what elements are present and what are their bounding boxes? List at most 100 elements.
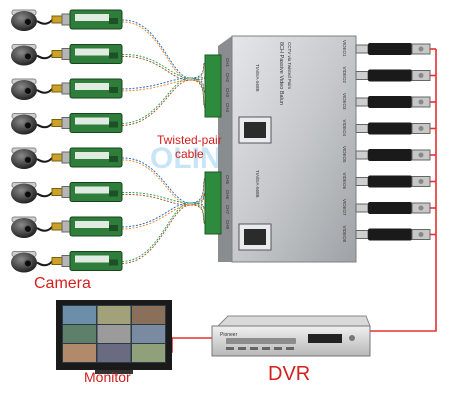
dvr-button [274,347,282,350]
bnc-jack [355,203,369,213]
video-balun [51,216,123,237]
port-label-top: CH2 [225,73,230,82]
bnc-cable-boot [368,202,412,214]
bnc-output [355,69,436,82]
camera-coax-cable [36,157,53,163]
bnc-output [355,175,436,188]
dvr-button [286,347,294,350]
dome-camera [11,147,37,169]
video-output-label: VIDEO8 [342,226,347,243]
dvr-dial-icon [349,335,355,341]
bnc-output-column [355,43,437,247]
video-output-label: VIDEO7 [342,199,347,216]
rj45-socket-top [244,122,266,138]
balun-collar [61,151,71,164]
video-balun [51,182,123,202]
dome-camera [11,78,37,100]
terminal-block-bottom [204,171,222,235]
balun-sticker [75,152,109,159]
camera-dome [11,80,37,100]
balun-terminal [109,259,118,266]
balun-collar [61,13,71,26]
camera-dome [11,45,37,66]
bnc-pin-icon [418,232,424,237]
twisted-pair-wire [121,204,207,230]
dome-camera [11,216,37,238]
balun-sticker [75,255,109,263]
balun-terminal [109,18,118,24]
twisted-pair-wire [121,55,207,81]
balun-sticker [75,117,109,125]
bnc-output [355,43,436,55]
balun-collar [61,48,71,60]
camera-dome [11,149,37,169]
dome-camera [11,9,37,31]
dvr-input-line [370,247,437,332]
bnc-jack [355,124,369,133]
video-balun [51,9,123,30]
bnc-cable-boot [368,228,412,241]
camera-lens-icon [24,190,32,199]
port-label-bottom: CH7 [225,205,230,214]
camera-dome [11,218,37,238]
bnc-cable-boot [368,175,412,188]
dvr-label: DVR [268,363,311,385]
bnc-cable-boot [368,122,412,135]
balun-sticker [75,14,109,21]
video-output-label: VIDEO5 [342,146,347,163]
dome-camera [11,113,37,135]
dome-camera [11,182,37,204]
balun-sticker [75,48,109,56]
bnc-pin-icon [418,99,424,105]
video-balun [51,113,123,133]
camera-dome [11,11,37,31]
monitor-camera-tile [63,325,96,343]
bnc-output [355,96,436,108]
video-balun [51,44,123,64]
camera-coax-cable [36,53,53,60]
balun-terminal [109,156,118,162]
rj45-label-bottom: TIA/EIA-568B [255,170,260,198]
dvr-recorder: Pioneer [211,315,371,357]
camera-coax-cable [36,191,53,198]
port-label-bottom: CH8 [225,220,230,229]
balun-column [51,9,123,271]
monitor-camera-tile [63,344,96,362]
hub-subtitle: CCTV via Twisted Pairs [287,42,292,90]
camera-dome [11,252,37,273]
balun-sticker [75,221,109,228]
camera-coax-cable [36,19,53,25]
dvr-button [262,347,270,350]
bnc-cable-boot [368,96,412,108]
monitor-camera-grid [63,306,165,362]
port-label-top: CH4 [225,103,230,112]
twisted-pair-label: Twisted-pair cable [157,133,222,161]
camera-coax-cable [36,226,53,232]
monitor-camera-tile [97,306,131,324]
bnc-jack [355,97,369,107]
dvr-button [250,347,258,350]
monitor-link-line [170,337,212,353]
video-balun [51,251,123,271]
dvr-button [238,347,246,350]
dvr-brand: Pioneer [220,332,238,338]
twisted-pair-wire [121,77,207,93]
twisted-pair-wire [121,191,207,204]
dome-camera [11,44,37,66]
video-output-label: VIDEO1 [342,40,347,57]
bnc-output [355,149,436,161]
balun-terminal [109,190,118,197]
bnc-output [355,122,436,135]
port-label-top: CH3 [225,88,230,97]
camera-lens-icon [24,52,32,61]
balun-terminal [109,121,118,128]
dome-camera [11,251,37,273]
balun-collar [61,117,71,129]
twisted-pair-wire [121,21,207,81]
port-label-bottom: CH5 [225,175,230,184]
balun-sticker [75,186,109,194]
camera-label: Camera [34,275,91,292]
twisted-pair-wire [121,53,207,79]
monitor-camera-tile [132,344,165,362]
